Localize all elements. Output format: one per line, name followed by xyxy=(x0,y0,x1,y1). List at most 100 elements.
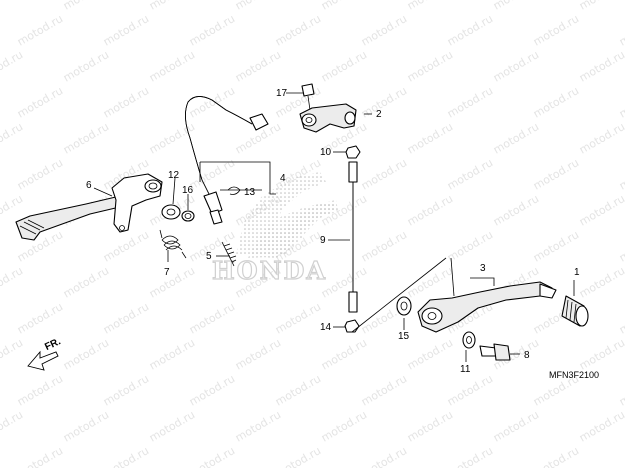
watermark-text: motod.ru xyxy=(273,12,323,48)
watermark-text: motod.ru xyxy=(491,192,541,228)
watermark-text: motod.ru xyxy=(491,48,541,84)
gearshift-arm xyxy=(299,103,357,133)
switch-spring-5 xyxy=(221,241,237,267)
watermark-text: motod.ru xyxy=(187,300,237,336)
watermark-text: motod.ru xyxy=(359,156,409,192)
watermark-text: motod.ru xyxy=(405,192,455,228)
watermark-text: motod.ru xyxy=(577,408,625,444)
watermark-text: motod.ru xyxy=(577,336,625,372)
watermark-text: motod.ru xyxy=(61,0,111,13)
watermark-text: motod.ru xyxy=(445,444,495,468)
watermark-text: motod.ru xyxy=(405,48,455,84)
watermark-text: motod.ru xyxy=(187,372,237,408)
watermark-text: motod.ru xyxy=(531,444,581,468)
direction-label: FR. xyxy=(43,336,62,353)
bolt-17 xyxy=(301,83,315,111)
watermark-text: motod.ru xyxy=(531,228,581,264)
callout-11: 11 xyxy=(460,364,471,375)
watermark-text: motod.ru xyxy=(359,372,409,408)
pivot-bolt-8 xyxy=(479,343,511,361)
honda-logo-text: HONDA xyxy=(212,256,327,285)
tie-rod xyxy=(348,161,358,313)
callout-2: 2 xyxy=(376,109,382,120)
watermark-text: motod.ru xyxy=(187,84,237,120)
watermark-text: motod.ru xyxy=(617,444,625,468)
watermark-text: motod.ru xyxy=(273,300,323,336)
washer-11 xyxy=(462,331,476,349)
watermark-text: motod.ru xyxy=(0,336,25,372)
watermark-text: motod.ru xyxy=(359,444,409,468)
watermark-text: motod.ru xyxy=(147,336,197,372)
watermark-text: motod.ru xyxy=(187,156,237,192)
front-direction-arrow: FR. xyxy=(27,336,63,371)
watermark-text: motod.ru xyxy=(359,84,409,120)
watermark-text: motod.ru xyxy=(445,228,495,264)
watermark-text: motod.ru xyxy=(359,12,409,48)
watermark-text: motod.ru xyxy=(15,84,65,120)
watermark-text: motod.ru xyxy=(319,408,369,444)
watermark-text: motod.ru xyxy=(491,408,541,444)
return-spring-7 xyxy=(159,229,187,259)
callout-13: 13 xyxy=(244,187,256,198)
gearshift-pedal xyxy=(417,257,557,333)
brake-light-switch xyxy=(185,96,269,225)
callout-10: 10 xyxy=(320,147,332,158)
callout-5: 5 xyxy=(206,251,212,262)
watermark-text: motod.ru xyxy=(577,0,625,13)
watermark-text: motod.ru xyxy=(15,300,65,336)
watermark-text: motod.ru xyxy=(101,372,151,408)
nut-14 xyxy=(344,319,360,333)
watermark-text: motod.ru xyxy=(147,264,197,300)
watermark-text: motod.ru xyxy=(101,84,151,120)
watermark-text: motod.ru xyxy=(577,192,625,228)
watermark-text: motod.ru xyxy=(233,408,283,444)
watermark-text: motod.ru xyxy=(531,12,581,48)
washer-12 xyxy=(161,204,181,220)
watermark-text: motod.ru xyxy=(617,84,625,120)
spring-clip-13 xyxy=(227,186,241,195)
watermark-text: motod.ru xyxy=(273,372,323,408)
watermark-text: motod.ru xyxy=(577,120,625,156)
watermark-text: motod.ru xyxy=(445,12,495,48)
shift-pedal-rubber xyxy=(561,295,589,327)
callout-17: 17 xyxy=(276,88,288,99)
diagram-code: MFN3F2100 xyxy=(549,370,599,380)
watermark-text: motod.ru xyxy=(491,120,541,156)
callout-15: 15 xyxy=(398,331,410,342)
brake-pedal xyxy=(15,173,163,241)
watermark-text: motod.ru xyxy=(233,336,283,372)
watermark-text: motod.ru xyxy=(405,120,455,156)
watermark-text: motod.ru xyxy=(319,0,369,13)
honda-wing-logo: HONDA xyxy=(211,172,338,286)
watermark-text: motod.ru xyxy=(405,336,455,372)
watermark-text: motod.ru xyxy=(319,48,369,84)
watermark-text: motod.ru xyxy=(273,444,323,468)
leader-lines xyxy=(93,92,575,362)
watermark-text: motod.ru xyxy=(15,444,65,468)
watermark-text: motod.ru xyxy=(405,408,455,444)
washer-15 xyxy=(396,296,412,316)
watermark-text: motod.ru xyxy=(187,12,237,48)
watermark-text: motod.ru xyxy=(617,228,625,264)
watermark-text: motod.ru xyxy=(147,0,197,13)
watermark-text: motod.ru xyxy=(445,372,495,408)
watermark-text: motod.ru xyxy=(531,156,581,192)
callout-6: 6 xyxy=(86,180,92,191)
watermark-text: motod.ru xyxy=(577,264,625,300)
watermark-text: motod.ru xyxy=(233,0,283,13)
callout-16: 16 xyxy=(182,185,194,196)
watermark-text: motod.ru xyxy=(61,48,111,84)
watermark-text: motod.ru xyxy=(147,408,197,444)
watermark-text: motod.ru xyxy=(0,48,25,84)
watermark-text: motod.ru xyxy=(15,156,65,192)
callout-7: 7 xyxy=(164,267,170,278)
watermark-text: motod.ru xyxy=(187,444,237,468)
callout-4: 4 xyxy=(280,173,286,184)
watermark-text: motod.ru xyxy=(0,408,25,444)
watermark-text: motod.ru xyxy=(617,300,625,336)
watermark-text: motod.ru xyxy=(101,228,151,264)
watermark-text: motod.ru xyxy=(15,12,65,48)
watermark-text: motod.ru xyxy=(491,0,541,13)
watermark-text: motod.ru xyxy=(61,408,111,444)
